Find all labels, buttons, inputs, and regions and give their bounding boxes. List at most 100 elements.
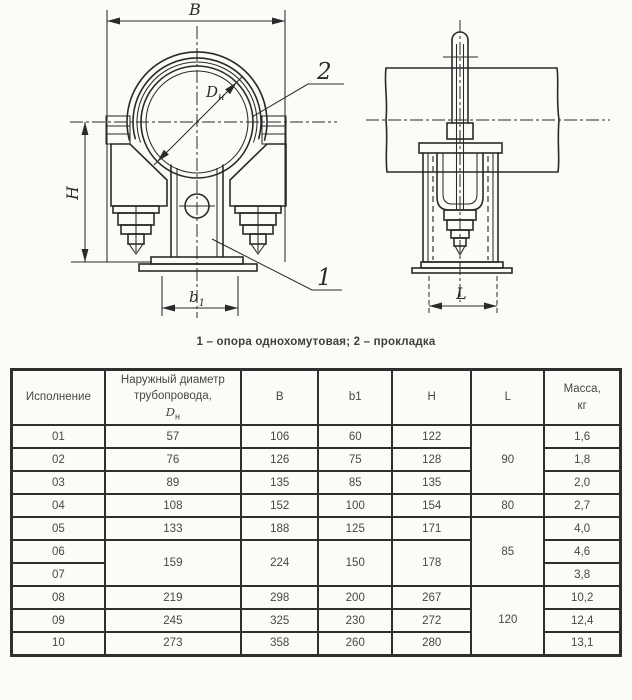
table-cell: 230 (317, 608, 394, 634)
technical-drawing: B (0, 0, 632, 332)
table-cell: 100 (317, 493, 394, 519)
table-cell: 13,1 (543, 631, 622, 657)
table-cell: 4,6 (543, 539, 622, 565)
label-b: B (188, 0, 201, 19)
body-column (170, 164, 224, 258)
pipe-section (384, 67, 560, 173)
table-cell: 2,0 (543, 470, 622, 496)
table-cell: 267 (391, 585, 473, 611)
table-header-row: Исполнение Наружный диаметр трубопровода… (10, 368, 622, 427)
dimension-h: H (63, 122, 152, 263)
side-view: L (366, 20, 610, 314)
table-cell: 128 (391, 447, 473, 473)
centerlines-side (366, 20, 610, 302)
nut-stack (443, 209, 477, 257)
label-b1: b1 (189, 288, 205, 309)
table-cell: 159 (103, 539, 243, 588)
centerlines-front (70, 26, 337, 318)
callout-support: 1 (211, 238, 342, 291)
table-cell: 135 (240, 470, 320, 496)
table-cell: 120 (470, 585, 546, 657)
table-cell: 02 (10, 447, 106, 473)
dimension-dn: Dн (153, 75, 244, 166)
header-h: H (391, 368, 473, 427)
header-dn: Наружный диаметр трубопровода, Dн (103, 368, 243, 427)
table-cell: 1,8 (543, 447, 622, 473)
table-cell: 280 (391, 631, 473, 657)
table-cell: 60 (317, 424, 394, 450)
table-cell: 85 (317, 470, 394, 496)
callout-1-label: 1 (317, 265, 332, 291)
callout-2-label: 2 (316, 59, 332, 85)
table-cell: 06 (10, 539, 106, 565)
label-h: H (63, 185, 82, 201)
header-b1: b1 (317, 368, 394, 427)
table-cell: 04 (10, 493, 106, 519)
table-cell: 325 (240, 608, 320, 634)
table-cell: 178 (391, 539, 473, 588)
clamp-band (126, 51, 268, 141)
table-cell: 08 (10, 585, 106, 611)
table-cell: 150 (317, 539, 394, 588)
table-cell: 2,7 (543, 493, 622, 519)
spec-table: Исполнение Наружный диаметр трубопровода… (10, 368, 622, 657)
bolt-assembly-right (234, 205, 282, 255)
table-cell: 108 (103, 493, 243, 519)
table-cell: 89 (103, 470, 243, 496)
front-view: B (63, 0, 344, 318)
table-cell: 01 (10, 424, 106, 450)
figure-caption: 1 – опора однохомутовая; 2 – прокладка (196, 336, 436, 348)
table-cell: 260 (317, 631, 394, 657)
table-cell: 80 (470, 493, 546, 519)
table-cell: 90 (470, 424, 546, 496)
table-cell: 125 (317, 516, 394, 542)
table-cell: 245 (103, 608, 243, 634)
table-cell: 273 (103, 631, 243, 657)
side-plate-right (229, 143, 287, 207)
table-cell: 07 (10, 562, 106, 588)
table-cell: 133 (103, 516, 243, 542)
table-cell: 03 (10, 470, 106, 496)
callout-gasket: 2 (251, 59, 344, 118)
clamp-lug-right (261, 115, 287, 145)
table-cell: 76 (103, 447, 243, 473)
table-cell: 152 (240, 493, 320, 519)
pipe-circle (140, 65, 254, 179)
table-cell: 1,6 (543, 424, 622, 450)
header-b: B (240, 368, 320, 427)
table-cell: 09 (10, 608, 106, 634)
table-cell: 219 (103, 585, 243, 611)
table-cell: 10 (10, 631, 106, 657)
dimension-b1: b1 (161, 276, 239, 316)
table-cell: 85 (470, 516, 546, 588)
header-ispolnenie: Исполнение (10, 368, 106, 427)
clamp-strap (443, 31, 478, 210)
header-mass: Масса, кг (543, 368, 622, 427)
table-cell: 298 (240, 585, 320, 611)
table-cell: 171 (391, 516, 473, 542)
table-cell: 358 (240, 631, 320, 657)
body-top-flange (418, 142, 503, 154)
table-cell: 106 (240, 424, 320, 450)
table-cell: 4,0 (543, 516, 622, 542)
table-cell: 122 (391, 424, 473, 450)
table-cell: 05 (10, 516, 106, 542)
table-cell: 12,4 (543, 608, 622, 634)
table-cell: 57 (103, 424, 243, 450)
pipe-support-drawing: B (63, 0, 610, 318)
table-cell: 3,8 (543, 562, 622, 588)
table-cell: 224 (240, 539, 320, 588)
base-flange-front (138, 256, 258, 272)
dimension-l: L (428, 276, 498, 314)
side-plate-left (110, 143, 168, 207)
